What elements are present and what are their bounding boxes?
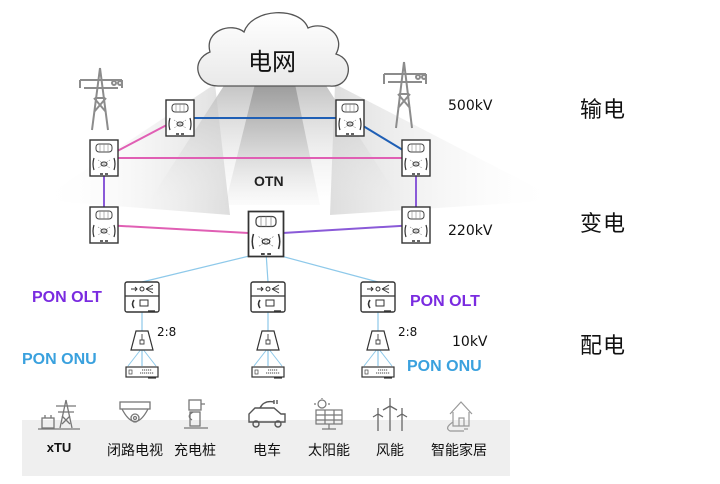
wind-turbine-icon bbox=[372, 398, 408, 431]
endpoint-label: 太阳能 bbox=[308, 443, 350, 459]
optical-splitter-icon[interactable] bbox=[366, 330, 390, 351]
otn-link bbox=[265, 224, 417, 235]
solar-panel-icon bbox=[314, 398, 343, 430]
optical-splitter-icon[interactable] bbox=[256, 330, 280, 351]
pon-drop-link bbox=[253, 347, 269, 367]
pon-trunk-link bbox=[141, 251, 267, 283]
pon-drop-link bbox=[127, 347, 143, 367]
tier-label-transmission: 输电 bbox=[580, 98, 627, 123]
pon-drop-link bbox=[363, 347, 379, 367]
endpoint-electric-car: 电车 bbox=[232, 398, 302, 460]
split-ratio-left: 2:8 bbox=[157, 325, 177, 339]
pon-onu-icon[interactable] bbox=[125, 366, 159, 379]
endpoint-label: 充电桩 bbox=[174, 443, 216, 459]
otn-node-icon[interactable] bbox=[89, 139, 119, 177]
split-ratio-right: 2:8 bbox=[398, 325, 418, 339]
pon-olt-label-right: PON OLT bbox=[410, 293, 480, 310]
endpoint-cctv: 闭路电视 bbox=[100, 398, 170, 460]
tier-label-distribution: 配电 bbox=[580, 334, 627, 359]
xtu-tower-icon bbox=[38, 399, 80, 430]
pon-onu-label-left: PON ONU bbox=[22, 351, 97, 368]
cloud-label: 电网 bbox=[248, 48, 296, 76]
pon-olt-icon[interactable] bbox=[124, 281, 160, 313]
pon-drop-link bbox=[141, 347, 157, 367]
pon-drop-link bbox=[267, 347, 283, 367]
smart-home-icon bbox=[447, 401, 473, 432]
endpoint-label: 风能 bbox=[376, 443, 404, 459]
pon-onu-label-right: PON ONU bbox=[407, 358, 482, 375]
otn-node-icon[interactable] bbox=[89, 206, 119, 244]
charging-pile-icon bbox=[184, 399, 208, 429]
otn-link bbox=[103, 224, 267, 235]
voltage-10kv: 10kV bbox=[452, 334, 488, 350]
optical-splitter-icon[interactable] bbox=[130, 330, 154, 351]
endpoint-smart-home: 智能家居 bbox=[424, 398, 494, 460]
pon-olt-label-left: PON OLT bbox=[32, 289, 102, 306]
pon-olt-icon[interactable] bbox=[360, 281, 396, 313]
nodes bbox=[89, 99, 431, 379]
pon-olt-icon[interactable] bbox=[250, 281, 286, 313]
cloud-icon bbox=[197, 12, 349, 87]
pon-onu-icon[interactable] bbox=[251, 366, 285, 379]
endpoint-charging-pile: 充电桩 bbox=[160, 398, 230, 460]
pon-trunk-link bbox=[265, 251, 379, 283]
endpoint-band bbox=[22, 420, 510, 476]
otn-node-icon[interactable] bbox=[335, 99, 365, 137]
endpoint-solar: 太阳能 bbox=[294, 398, 364, 460]
endpoint-label: xTU bbox=[46, 440, 72, 455]
transmission-tower-icon bbox=[79, 67, 123, 131]
otn-beam bbox=[40, 84, 560, 215]
cctv-camera-icon bbox=[119, 401, 151, 423]
endpoint-label: 智能家居 bbox=[431, 443, 487, 459]
voltage-220kv: 220kV bbox=[448, 223, 493, 239]
otn-node-icon[interactable] bbox=[247, 210, 285, 258]
pon-onu-icon[interactable] bbox=[361, 366, 395, 379]
endpoint-wind: 风能 bbox=[355, 398, 425, 460]
otn-beam-core bbox=[225, 84, 320, 205]
otn-label: OTN bbox=[254, 173, 284, 189]
otn-node-icon[interactable] bbox=[401, 206, 431, 244]
electric-car-icon bbox=[248, 400, 286, 428]
endpoint-label: 闭路电视 bbox=[107, 443, 163, 459]
endpoint-label: 电车 bbox=[253, 443, 281, 459]
otn-node-icon[interactable] bbox=[165, 99, 195, 137]
pon-drop-link bbox=[377, 347, 393, 367]
endpoint-xtu: xTU bbox=[24, 398, 94, 455]
voltage-500kv: 500kV bbox=[448, 98, 493, 114]
transmission-tower-icon bbox=[383, 61, 427, 129]
tier-label-substation: 变电 bbox=[580, 212, 627, 237]
otn-node-icon[interactable] bbox=[401, 139, 431, 177]
